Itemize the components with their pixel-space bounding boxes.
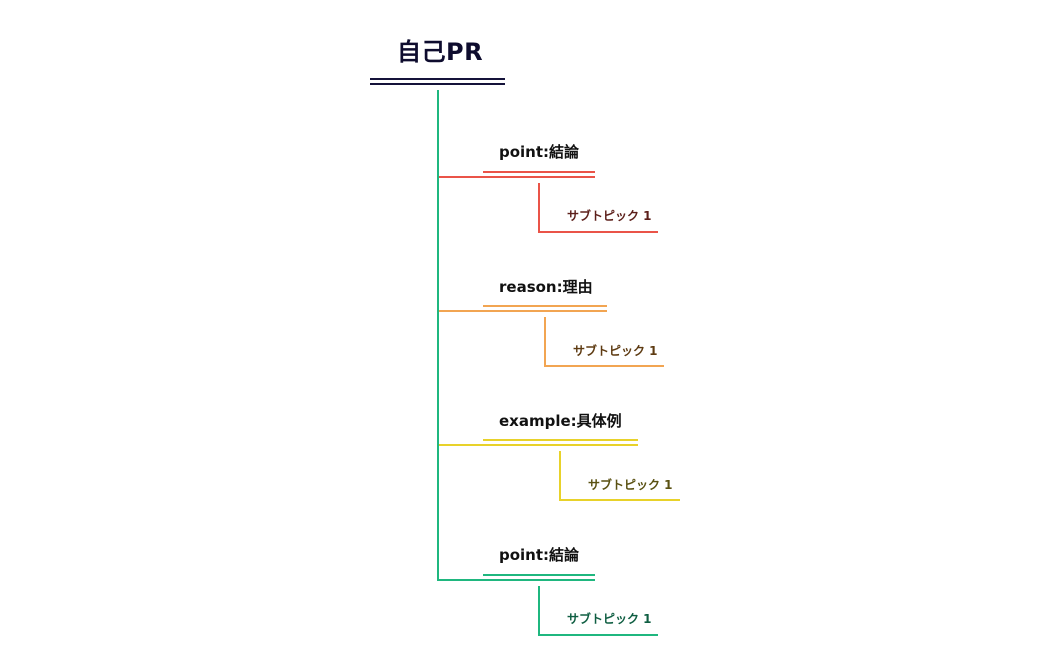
branch-connector (439, 310, 607, 312)
topic-point-conclusion[interactable]: point:結論 (499, 546, 580, 564)
topic-underline-top (483, 305, 607, 307)
topic-underline-top (483, 439, 638, 441)
subtopic-connector-vertical (538, 586, 540, 636)
topic-point-conclusion[interactable]: point:結論 (499, 143, 580, 161)
subtopic-1[interactable]: サブトピック 1 (567, 612, 652, 626)
branch-connector (439, 444, 638, 446)
subtopic-underline (538, 634, 658, 636)
topic-underline-top (483, 171, 595, 173)
subtopic-underline (538, 231, 658, 233)
branch-connector (439, 176, 595, 178)
subtopic-1[interactable]: サブトピック 1 (567, 209, 652, 223)
subtopic-connector-vertical (559, 451, 561, 501)
branch-connector (439, 579, 595, 581)
topic-reason[interactable]: reason:理由 (499, 278, 593, 296)
subtopic-underline (544, 365, 664, 367)
root-underline-bottom (370, 83, 505, 85)
root-underline-top (370, 78, 505, 80)
topic-underline-top (483, 574, 595, 576)
root-topic[interactable]: 自己PR (397, 38, 484, 66)
subtopic-1[interactable]: サブトピック 1 (588, 478, 673, 492)
subtopic-1[interactable]: サブトピック 1 (573, 344, 658, 358)
subtopic-connector-vertical (538, 183, 540, 233)
trunk-line (437, 90, 439, 581)
subtopic-connector-vertical (544, 317, 546, 367)
topic-example[interactable]: example:具体例 (499, 412, 622, 430)
subtopic-underline (559, 499, 680, 501)
